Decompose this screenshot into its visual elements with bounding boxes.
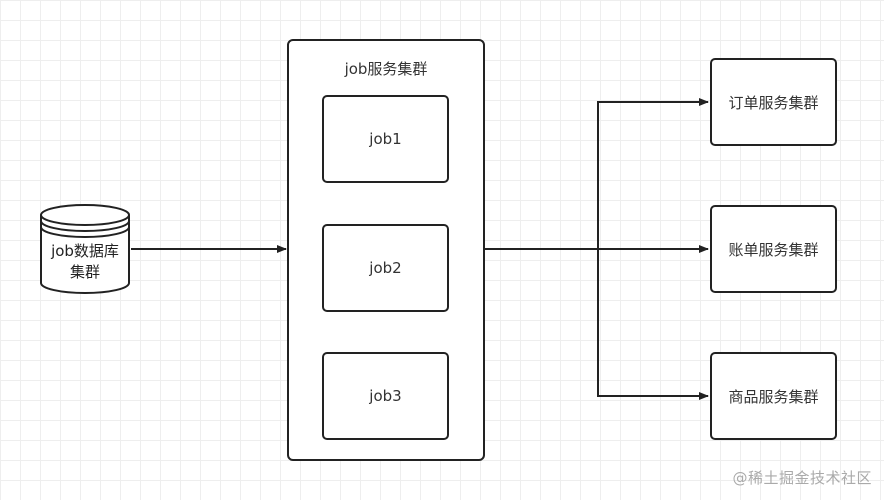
database-label-line1: job数据库: [51, 242, 119, 260]
arrow-cluster-to-goods: [597, 249, 709, 400]
database-label-line2: 集群: [69, 263, 100, 281]
job-node-2: job2: [322, 224, 449, 312]
database-label: job数据库 集群: [39, 241, 131, 283]
billing-service-cluster: 账单服务集群: [710, 205, 837, 293]
watermark: @稀土掘金技术社区: [732, 469, 872, 487]
arrow-cluster-to-order: [597, 98, 709, 249]
database-icon: [40, 204, 130, 294]
job-node-1: job1: [322, 95, 449, 183]
database-cylinder: job数据库 集群: [39, 203, 131, 295]
cluster-title: job服务集群: [344, 60, 428, 78]
goods-service-cluster: 商品服务集群: [710, 352, 837, 440]
order-service-cluster: 订单服务集群: [710, 58, 837, 146]
job-node-3: job3: [322, 352, 449, 440]
